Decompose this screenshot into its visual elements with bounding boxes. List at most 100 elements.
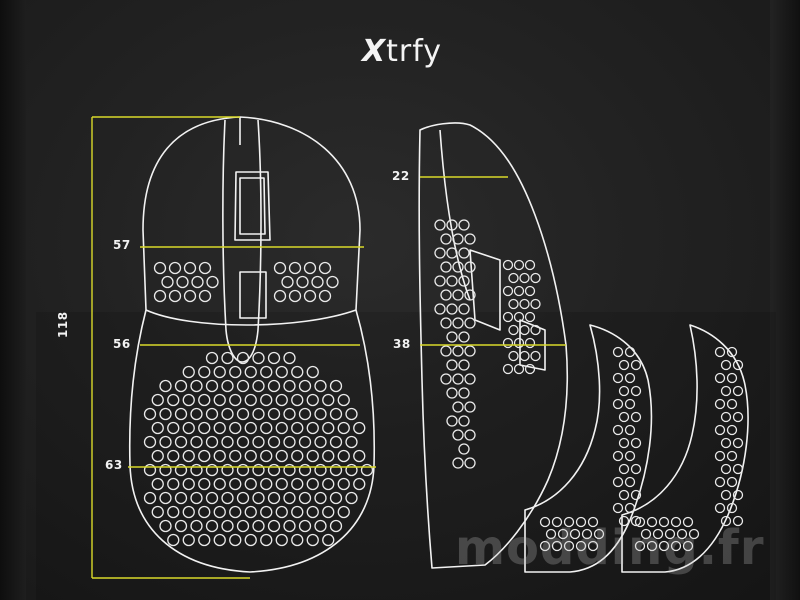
shell-hole — [252, 351, 265, 365]
shell-hole — [714, 398, 726, 410]
shell-hole — [502, 311, 514, 323]
shell-hole — [440, 345, 452, 357]
shell-hole — [646, 540, 658, 552]
shell-hole — [275, 365, 288, 379]
shell-hole — [640, 528, 652, 540]
shell-hole — [322, 477, 335, 491]
rear-width-label: 63 — [105, 458, 123, 472]
shell-hole — [151, 477, 164, 491]
shell-hole — [587, 516, 599, 528]
shell-hole — [508, 272, 519, 284]
shell-hole — [153, 289, 167, 303]
shell-hole — [260, 393, 273, 407]
shell-hole — [236, 435, 250, 449]
shell-hole — [288, 261, 302, 275]
shell-hole — [670, 540, 682, 552]
shell-hole — [464, 317, 476, 329]
shell-hole — [624, 450, 636, 462]
shell-hole — [182, 477, 195, 491]
shell-hole — [458, 387, 470, 399]
shell-hole — [612, 372, 624, 384]
shell-hole — [236, 407, 250, 421]
shell-hole — [726, 450, 738, 462]
shell-hole — [275, 449, 288, 463]
shell-hole — [221, 519, 234, 533]
shell-hole — [726, 346, 738, 358]
side-view-mouse-outline — [418, 122, 569, 569]
shell-hole — [440, 317, 452, 329]
shell-hole — [345, 463, 358, 477]
shell-hole — [676, 528, 688, 540]
shell-hole — [244, 477, 257, 491]
shell-hole — [275, 505, 288, 519]
shell-hole — [260, 477, 273, 491]
shell-hole — [618, 385, 630, 397]
shell-hole — [440, 261, 452, 273]
shell-hole — [458, 415, 470, 427]
shell-hole — [213, 449, 226, 463]
shell-hole — [283, 519, 296, 533]
shell-hole — [452, 401, 464, 413]
box-left-edge — [0, 0, 26, 600]
shell-hole — [446, 247, 458, 259]
shell-hole — [275, 393, 288, 407]
shell-hole — [159, 491, 172, 505]
shell-hole — [306, 421, 319, 435]
shell-hole — [213, 505, 226, 519]
shell-hole — [252, 519, 265, 533]
shell-hole — [464, 345, 476, 357]
shell-hole — [167, 477, 180, 491]
shell-hole — [345, 407, 358, 421]
shell-hole — [630, 463, 642, 475]
shell-hole — [618, 515, 630, 527]
shell-hole — [260, 505, 273, 519]
shell-hole — [198, 505, 211, 519]
shell-hole — [252, 463, 265, 477]
shell-hole — [229, 449, 242, 463]
shell-hole — [524, 363, 536, 375]
shell-hole — [337, 421, 350, 435]
scroll-wheel — [234, 171, 271, 241]
shell-hole — [314, 519, 327, 533]
spare-shell-two — [621, 324, 749, 573]
shell-hole — [618, 463, 630, 475]
shell-hole — [524, 337, 536, 349]
shell-hole — [167, 505, 180, 519]
shell-hole — [205, 379, 219, 393]
shell-hole — [452, 233, 464, 245]
shell-hole — [283, 407, 296, 421]
shell-hole — [322, 449, 335, 463]
length-measure-line — [91, 116, 250, 579]
shell-hole — [539, 540, 551, 552]
shell-hole — [612, 346, 624, 358]
shell-hole — [452, 457, 464, 469]
shell-hole — [581, 528, 593, 540]
shell-hole — [670, 516, 682, 528]
shell-hole — [513, 363, 525, 375]
shell-hole — [630, 385, 642, 397]
shell-hole — [159, 463, 172, 477]
shell-hole — [624, 476, 636, 488]
shell-hole — [183, 261, 197, 275]
shell-hole — [267, 351, 281, 365]
side-button-line — [439, 129, 471, 301]
side-shell-inner — [519, 319, 546, 371]
shell-hole — [205, 435, 219, 449]
shell-hole — [298, 491, 312, 505]
shell-hole — [306, 505, 319, 519]
shell-hole — [236, 463, 250, 477]
mid-width-label: 56 — [113, 337, 131, 351]
shell-hole — [732, 489, 744, 501]
shell-hole — [143, 491, 157, 505]
shell-hole — [720, 411, 732, 423]
shell-hole — [153, 261, 167, 275]
shell-hole — [244, 449, 257, 463]
shell-hole — [244, 505, 257, 519]
front-width-label: 57 — [113, 238, 131, 252]
shell-hole — [283, 351, 296, 365]
shell-hole — [283, 379, 296, 393]
shell-hole — [182, 365, 195, 379]
shell-hole — [205, 491, 219, 505]
shell-hole — [198, 289, 212, 303]
shell-hole — [298, 435, 312, 449]
